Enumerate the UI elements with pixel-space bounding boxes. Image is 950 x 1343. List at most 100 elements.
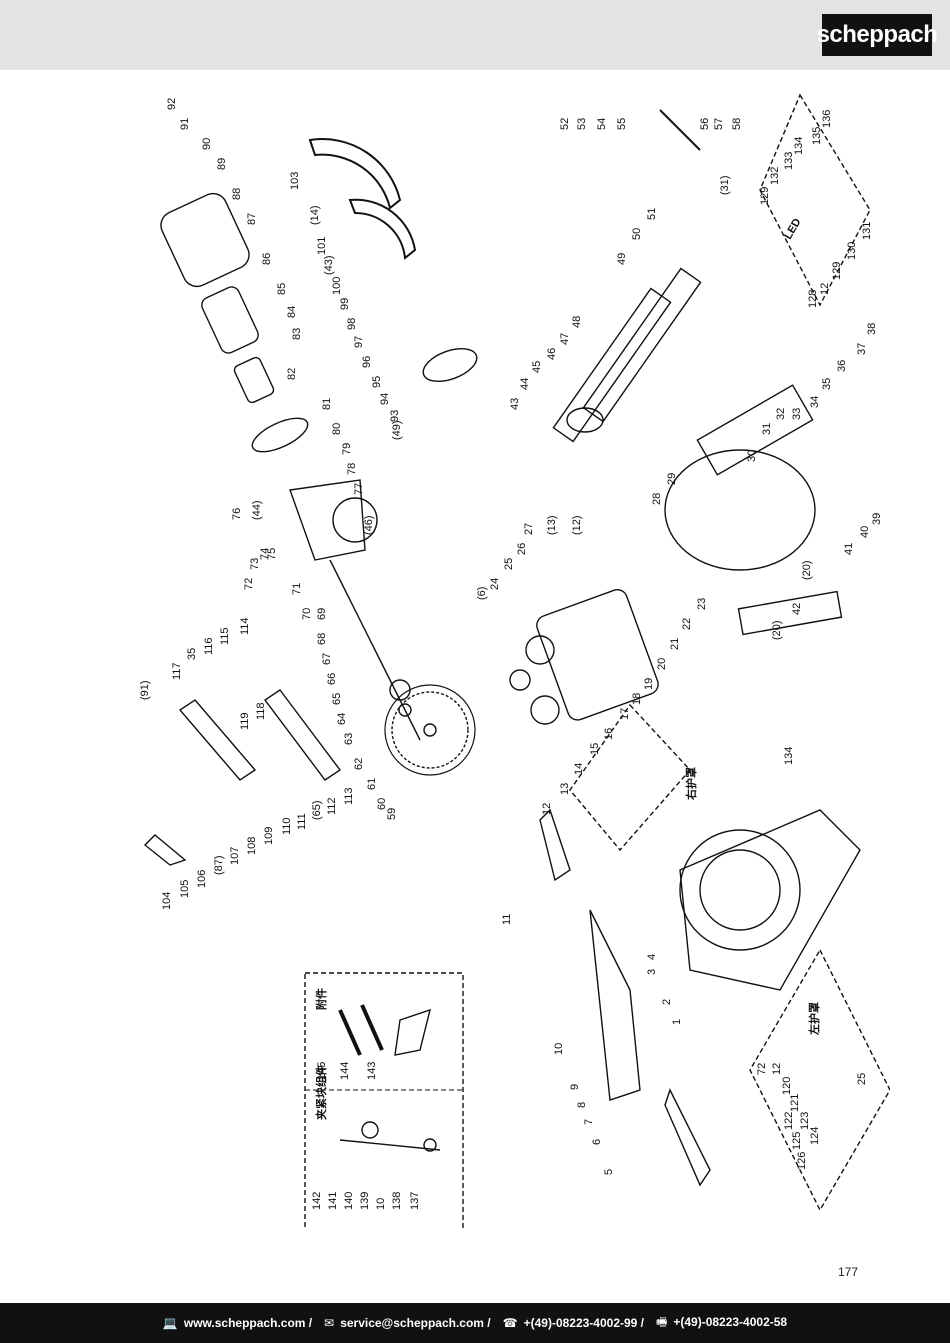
callout: 120 [781, 1077, 793, 1095]
callout: 140 [343, 1192, 355, 1210]
led-label: LED [782, 216, 803, 241]
web-link[interactable]: 💻www.scheppach.com / [162, 1316, 313, 1330]
callout: 114 [239, 617, 251, 635]
callout: 72 [756, 1063, 768, 1075]
callout: 134 [793, 137, 805, 155]
callout: 85 [276, 283, 288, 295]
callout: 141 [327, 1192, 339, 1210]
callout: 41 [843, 543, 855, 555]
callout: 137 [409, 1192, 421, 1210]
monitor-icon: 💻 [162, 1316, 178, 1330]
callout: 118 [255, 702, 267, 720]
callout: 90 [201, 138, 213, 150]
callout: 49 [616, 253, 628, 265]
callout: 121 [789, 1094, 801, 1112]
callout: 119 [239, 712, 251, 730]
callout: 74 [259, 548, 271, 560]
fax-icon: 🖷 [656, 1314, 668, 1329]
callout: 75 [266, 548, 278, 560]
callout: 47 [559, 333, 571, 345]
callout: 130 [846, 242, 858, 260]
phone-icon: ☎ [502, 1316, 518, 1330]
callout: 43 [509, 398, 521, 410]
callout: 84 [286, 306, 298, 318]
callout: (91) [139, 680, 151, 700]
callout: 70 [301, 608, 313, 620]
callout: 113 [343, 787, 355, 805]
callout: 20 [656, 658, 668, 670]
brand-logo: scheppach [817, 14, 938, 56]
callout: 129 [831, 262, 843, 280]
callout: 60 [376, 798, 388, 810]
motor-housing [160, 192, 250, 288]
callout: 79 [341, 443, 353, 455]
callout: 29 [666, 473, 678, 485]
phone-number: ☎+(49)-08223-4002-99 / [502, 1316, 645, 1330]
callout: 132 [769, 167, 781, 185]
callout: 37 [856, 343, 868, 355]
email-link[interactable]: ✉service@scheppach.com / [324, 1316, 491, 1330]
callout: 39 [871, 513, 883, 525]
callout: 129 [759, 187, 771, 205]
callout: 89 [216, 158, 228, 170]
page-header: scheppach [0, 0, 950, 70]
callout: 106 [196, 870, 208, 888]
callout: 7 [583, 1119, 595, 1125]
callout: 40 [859, 526, 871, 538]
callout: 53 [576, 118, 588, 130]
callout: 27 [523, 523, 535, 535]
callout: 97 [353, 336, 365, 348]
callout: 110 [281, 817, 293, 835]
callout: 104 [161, 892, 173, 910]
callout: 8 [576, 1102, 588, 1108]
callout: 71 [291, 583, 303, 595]
callout: 112 [326, 797, 338, 815]
callout: 31 [761, 423, 773, 435]
callout: (49) [391, 420, 403, 440]
callout: 36 [836, 360, 848, 372]
callout: 107 [229, 847, 241, 865]
right-guard-label: 右护罩 [684, 767, 698, 801]
callout: 30 [746, 450, 758, 462]
callout: (12) [571, 515, 583, 535]
callout: 143 [366, 1062, 378, 1080]
callout: (14) [309, 205, 321, 225]
callout: (31) [719, 175, 731, 195]
callout: 50 [631, 228, 643, 240]
callout: 34 [809, 396, 821, 408]
callout: 12 [771, 1063, 783, 1075]
callout: 93 [389, 410, 401, 422]
callout: 77 [353, 483, 365, 495]
callout: 134 [783, 747, 795, 765]
callout: 17 [619, 708, 631, 720]
callout: 69 [316, 608, 328, 620]
callout: 91 [179, 118, 191, 130]
callout: 54 [596, 118, 608, 130]
callout: 45 [531, 361, 543, 373]
callout: 108 [246, 837, 258, 855]
callout: (46) [363, 515, 375, 535]
callout: 98 [346, 318, 358, 330]
callout: 59 [386, 808, 398, 820]
callout: 80 [331, 423, 343, 435]
callout: 68 [316, 633, 328, 645]
callout: 22 [681, 618, 693, 630]
callout: 38 [866, 323, 878, 335]
callout: 2 [661, 999, 673, 1005]
page-footer: 💻www.scheppach.com / ✉service@scheppach.… [0, 1303, 950, 1343]
callout: 133 [783, 152, 795, 170]
callout: 87 [246, 213, 258, 225]
callout: 51 [646, 208, 658, 220]
callout: 1 [671, 1019, 683, 1025]
callout: 81 [321, 398, 333, 410]
callout: 117 [171, 662, 183, 680]
callout: 52 [559, 118, 571, 130]
fax-number: 🖷+(49)-08223-4002-58 [656, 1314, 788, 1329]
email-icon: ✉ [324, 1316, 335, 1330]
callout: (6) [476, 587, 488, 600]
callout: 82 [286, 368, 298, 380]
callout: 126 [796, 1152, 808, 1170]
callout: 136 [821, 110, 833, 128]
callout: 122 [783, 1112, 795, 1130]
callout: 96 [361, 356, 373, 368]
